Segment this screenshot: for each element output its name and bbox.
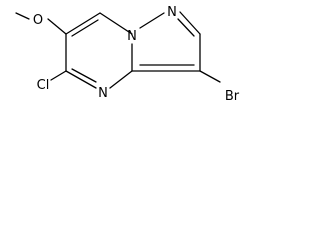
bond-c7-c6 [65, 12, 101, 35]
bond-o-c6 [47, 18, 67, 35]
bond-n-top-c2 [179, 11, 201, 35]
methoxy-oxygen-label: O [33, 13, 43, 28]
ring-nitrogen-top-label: N [167, 5, 177, 20]
bond-c5-cl [50, 70, 67, 81]
ring-nitrogen-bridge-label: N [127, 29, 137, 44]
bond-c7-n-bridge [99, 12, 133, 35]
bond-c7-c6-inner [71, 19, 99, 37]
molecule-diagram: O Cl N N N Br [0, 0, 252, 106]
bond-c3-br [199, 70, 221, 83]
chloro-label: Cl [37, 78, 50, 93]
ring-nitrogen-bottom-label: N [98, 86, 108, 101]
bond-n-bridge-n-top [139, 12, 165, 29]
bond-n-bottom-c3a [109, 70, 133, 89]
bond-c5-n-bottom-inner [71, 68, 97, 83]
bond-c5-n-bottom [65, 70, 97, 89]
molecule-structure: O Cl N N N Br [15, 5, 240, 104]
bond-methyl-o [15, 12, 30, 20]
bromo-label: Br [225, 89, 240, 104]
bond-n-top-c2-inner [177, 18, 195, 37]
